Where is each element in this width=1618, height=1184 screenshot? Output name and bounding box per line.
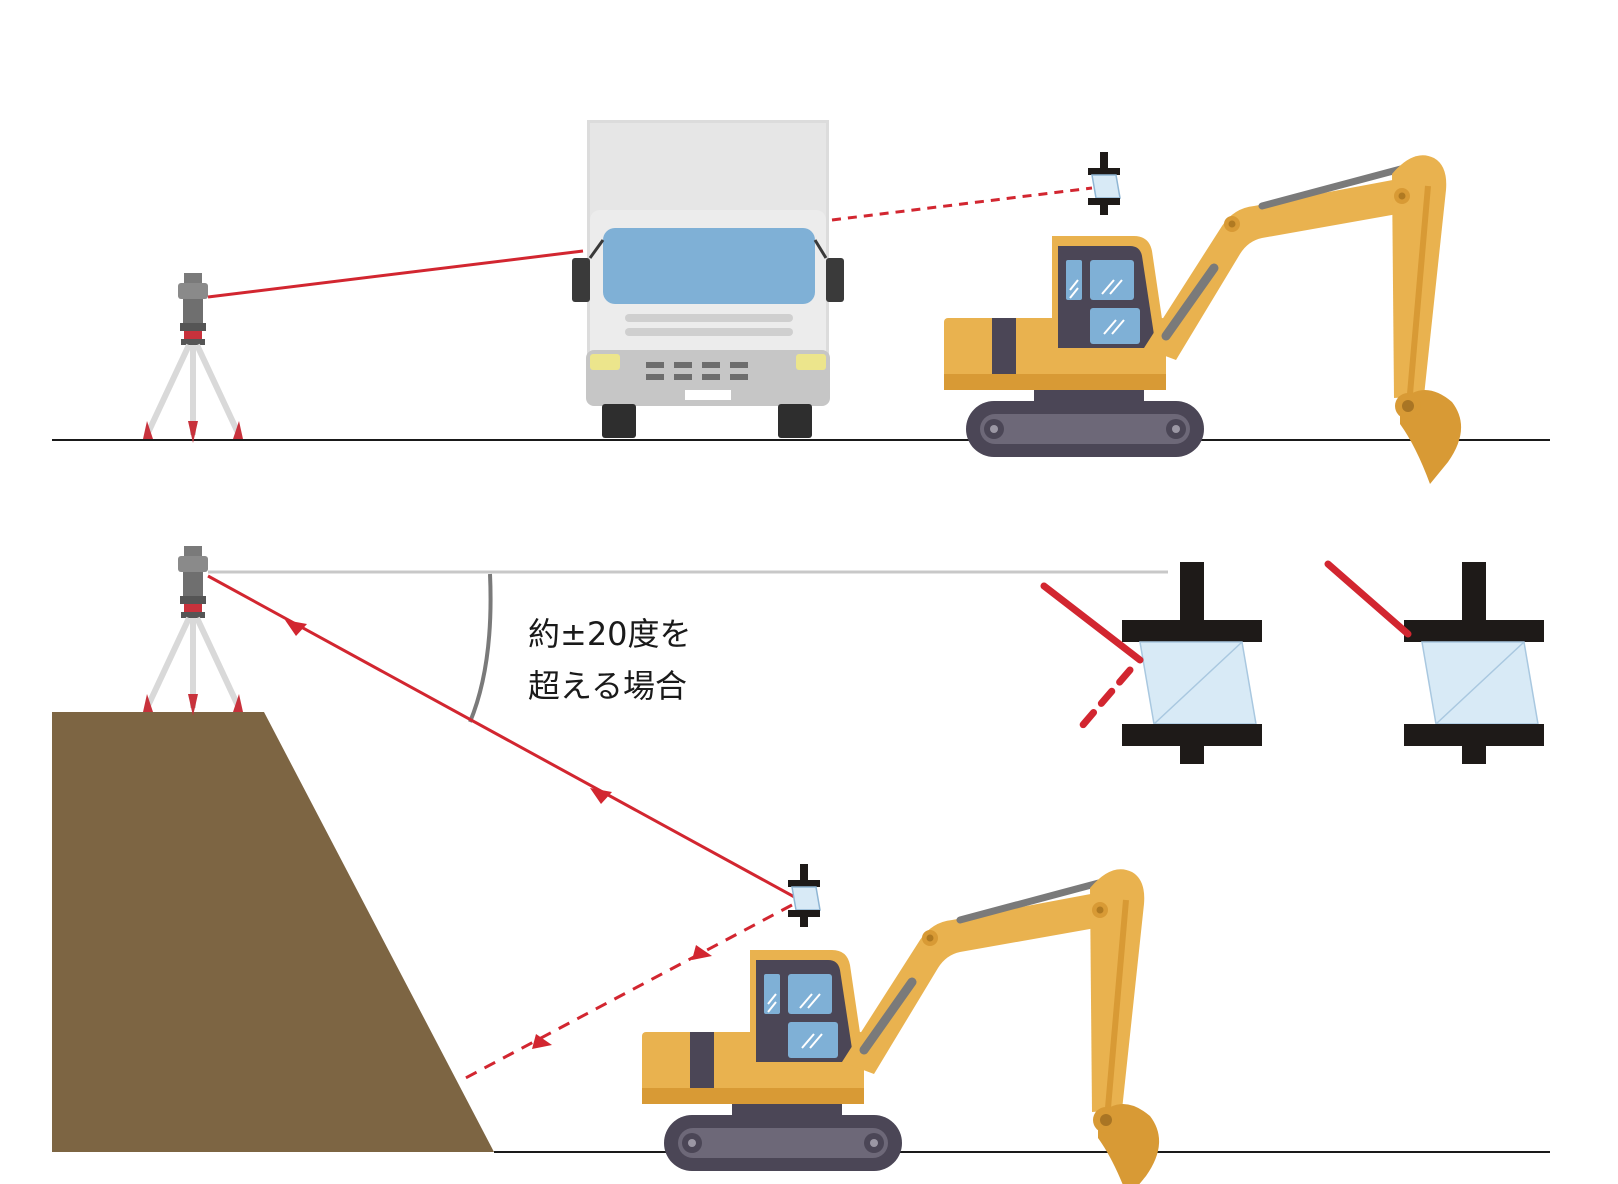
total-station-on-tripod-icon <box>143 273 243 443</box>
prism-icon <box>1087 151 1121 216</box>
laser-arrow-3 <box>692 945 712 960</box>
laser-arrow-4 <box>532 1034 552 1049</box>
soil-slope <box>52 712 494 1152</box>
laser-arrow-1 <box>285 620 307 636</box>
excavator-icon <box>642 869 1159 1184</box>
laser-line-to-prism <box>207 574 801 902</box>
laser-arrow-2 <box>590 788 612 804</box>
laser-incident-right <box>1324 560 1412 638</box>
prism-icon <box>1403 561 1545 765</box>
laser-line-blocked <box>831 186 1093 222</box>
box-truck-icon <box>572 120 844 438</box>
angle-note-line2: 超える場合 <box>528 667 688 705</box>
angle-note: 約±20度を 超える場合 <box>528 608 692 712</box>
laser-line-return <box>457 903 793 1084</box>
bottom-scene <box>52 546 1550 1184</box>
laser-reflected-left <box>1078 666 1134 730</box>
prism-icon <box>787 863 821 928</box>
top-scene <box>52 120 1550 484</box>
prism-icon <box>1121 561 1263 765</box>
laser-incident-left <box>1040 582 1144 664</box>
laser-line-solid <box>207 249 584 299</box>
angle-arc <box>468 573 493 723</box>
excavator-icon <box>944 155 1461 484</box>
angle-note-line1: 約±20度を <box>528 615 692 653</box>
